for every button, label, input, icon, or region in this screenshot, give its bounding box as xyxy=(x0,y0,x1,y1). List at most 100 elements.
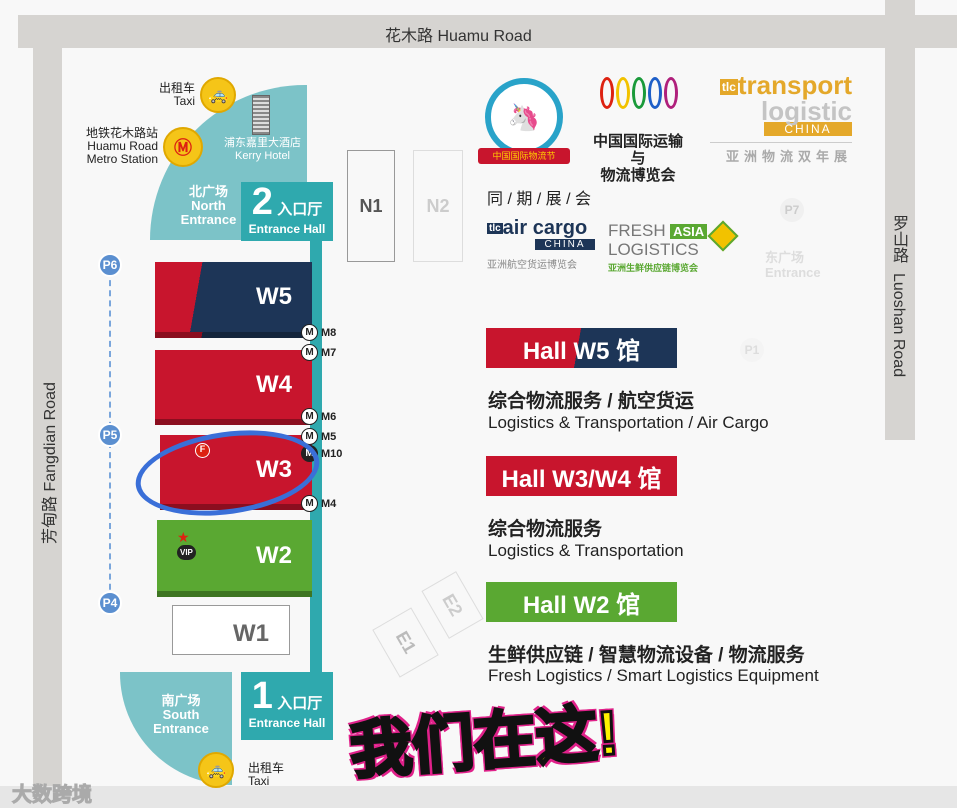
parking-p1: P1 xyxy=(740,338,764,362)
entrance-hall-1[interactable]: 1 入口厅 Entrance Hall xyxy=(241,672,333,740)
parking-p7: P7 xyxy=(780,198,804,222)
south-plaza-zh: 南广场 xyxy=(161,693,201,708)
fangdian-road xyxy=(33,15,62,808)
marker-icon: M xyxy=(301,408,318,425)
expo-title-line2: 物流博览会 xyxy=(600,167,676,184)
tlc-badge: tlc xyxy=(487,222,503,234)
taxi-en: Taxi xyxy=(173,94,195,108)
marker-icon: M xyxy=(301,428,318,445)
hall-w5[interactable]: W5 xyxy=(155,262,312,338)
huamu-road xyxy=(18,15,957,48)
tl-china: CHINA xyxy=(764,122,852,137)
marker-label: M10 xyxy=(321,447,343,460)
entrance-hall-1-zh: 入口厅 xyxy=(277,695,323,712)
hall-w5-label: W5 xyxy=(256,283,292,310)
parking-p4[interactable]: P4 xyxy=(98,591,122,615)
tlc-badge: tlc xyxy=(719,79,738,96)
hall-w3[interactable]: W3 xyxy=(160,435,312,510)
hall-e2-label: E2 xyxy=(438,590,468,620)
entrance-hall-1-en: Entrance Hall xyxy=(248,716,326,730)
parking-p7-label: P7 xyxy=(784,203,800,217)
w2-vip-icon: VIP xyxy=(177,545,196,560)
hall-w2-label: W2 xyxy=(256,541,292,569)
marker-label: M8 xyxy=(321,326,337,339)
north-plaza-en2: Entrance xyxy=(180,212,237,227)
marker-label: M6 xyxy=(321,410,337,423)
tl-brand2: logistic xyxy=(760,96,852,127)
hall-w3-label: W3 xyxy=(256,455,292,483)
legend-w2-zh: 生鲜供应链 / 智慧物流设备 / 物流服务 xyxy=(488,645,805,666)
taxi-icon-south: 🚕 xyxy=(198,752,234,788)
marker-label: M4 xyxy=(321,497,337,510)
expo-title: 中国国际运输与物流博览会 xyxy=(588,133,688,184)
hall-n2: N2 xyxy=(413,150,463,262)
hotel-en: Kerry Hotel xyxy=(234,150,291,162)
fresh-zh: 亚洲生鲜供应链博览会 xyxy=(608,263,699,273)
legend-hall-w2: Hall W2 馆 xyxy=(486,582,677,622)
tl-brand: transport xyxy=(737,70,852,100)
east-entrance-en: Entrance xyxy=(765,265,821,280)
hall-n1: N1 xyxy=(347,150,395,262)
here-callout: 我们在这! xyxy=(346,697,622,788)
entrance-hall-2-zh: 入口厅 xyxy=(277,201,323,218)
entrance-hall-2-number: 2 xyxy=(251,181,273,223)
legend-hall-w5: Hall W5 馆 xyxy=(486,328,677,368)
transport-logistic-logo: tlctransport logistic CHINA 亚洲物流双年展 xyxy=(710,72,852,165)
legend-w3-w4-en: Logistics & Transportation xyxy=(488,541,684,560)
south-plaza-en2: Entrance xyxy=(153,721,209,736)
east-entrance-zh: 东广场 xyxy=(765,250,805,265)
taxi-zh: 出租车 xyxy=(158,81,195,95)
parking-p4-label: P4 xyxy=(102,596,118,610)
hall-e1-label: E1 xyxy=(391,627,421,657)
tl-zh: 亚洲物流双年展 xyxy=(710,142,852,165)
taxi-zh: 出租车 xyxy=(248,761,285,775)
legend-w5-en: Logistics & Transportation / Air Cargo xyxy=(488,413,769,432)
fresh-asia: ASIA xyxy=(670,224,708,239)
parking-p5[interactable]: P5 xyxy=(98,423,122,447)
parking-p6-label: P6 xyxy=(102,258,118,272)
parking-p6[interactable]: P6 xyxy=(98,253,122,277)
aircargo-china: CHINA xyxy=(535,238,595,250)
legend-w3-w4-zh: 综合物流服务 xyxy=(488,519,603,540)
huamu-road-label: 花木路 Huamu Road xyxy=(385,28,532,45)
expo-rings-logo xyxy=(594,77,684,117)
watermark: 大数跨境 xyxy=(12,784,93,807)
fresh-word: FRESH xyxy=(608,221,666,240)
parking-p5-label: P5 xyxy=(102,428,118,442)
metro-en1: Huamu Road xyxy=(87,139,158,153)
hall-w4[interactable]: W4 xyxy=(155,350,312,425)
legend-hall-w3-w4: Hall W3/W4 馆 xyxy=(486,456,677,496)
entrance-hall-2[interactable]: 2 入口厅 Entrance Hall xyxy=(241,182,333,241)
hall-e2: E2 xyxy=(421,571,484,639)
metro-en2: Metro Station xyxy=(86,152,158,166)
hall-w1-label: W1 xyxy=(233,620,269,647)
logistics-week-logo: 🦄 xyxy=(485,78,563,156)
expo-title-line1: 中国国际运输与 xyxy=(592,133,683,167)
luoshan-road xyxy=(885,0,915,440)
north-plaza-en1: North xyxy=(191,198,226,213)
fresh-logistics-word: LOGISTICS xyxy=(608,240,699,259)
hotel-zh: 浦东嘉里大酒店 xyxy=(224,137,301,149)
fresh-logistics-logo: FRESH ASIA LOGISTICS 亚洲生鲜供应链博览会 xyxy=(608,222,738,277)
hall-n2-label: N2 xyxy=(426,195,450,216)
parking-p1-label: P1 xyxy=(744,343,760,357)
north-plaza-zh: 北广场 xyxy=(188,184,228,199)
hall-w1[interactable]: W1 xyxy=(172,605,290,655)
concurrent-events-title: 同 / 期 / 展 / 会 xyxy=(487,191,592,208)
luoshan-road-label: 罗山路 Luoshan Road xyxy=(889,215,911,377)
south-plaza-en1: South xyxy=(162,707,200,722)
marker-icon: M xyxy=(301,445,318,462)
w2-star-icon: ★ xyxy=(177,529,190,545)
marker-label: M7 xyxy=(321,346,337,359)
